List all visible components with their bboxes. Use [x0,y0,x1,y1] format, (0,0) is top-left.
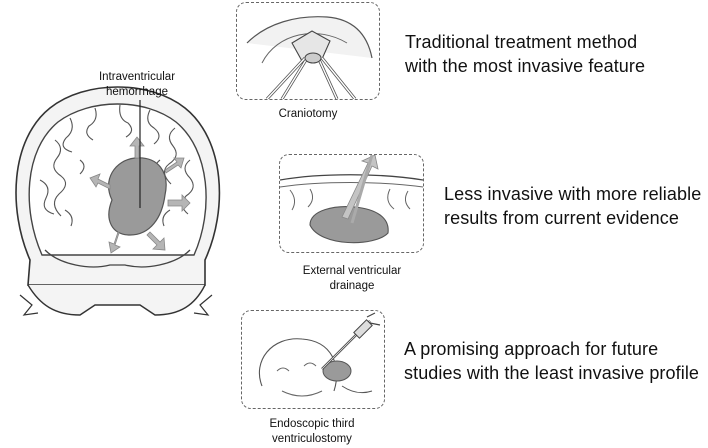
evd-label: External ventricular drainage [302,265,402,292]
etv-panel [241,310,385,409]
etv-label: Endoscopic third ventriculostomy [269,418,355,445]
brain-illustration [0,60,230,340]
hemorrhage-label: Intraventricular hemorrhage [98,71,176,98]
evd-description: Less invasive with more reliable results… [444,184,702,228]
drain-arrow [341,155,379,220]
craniotomy-label: Craniotomy [278,108,338,120]
craniotomy-description: Traditional treatment method with the mo… [405,32,646,76]
craniotomy-panel [236,2,380,100]
evd-ventricle [309,206,389,244]
evd-panel [279,154,424,253]
hemorrhage-mass [107,157,167,236]
etv-description: A promising approach for future studies … [404,339,700,383]
